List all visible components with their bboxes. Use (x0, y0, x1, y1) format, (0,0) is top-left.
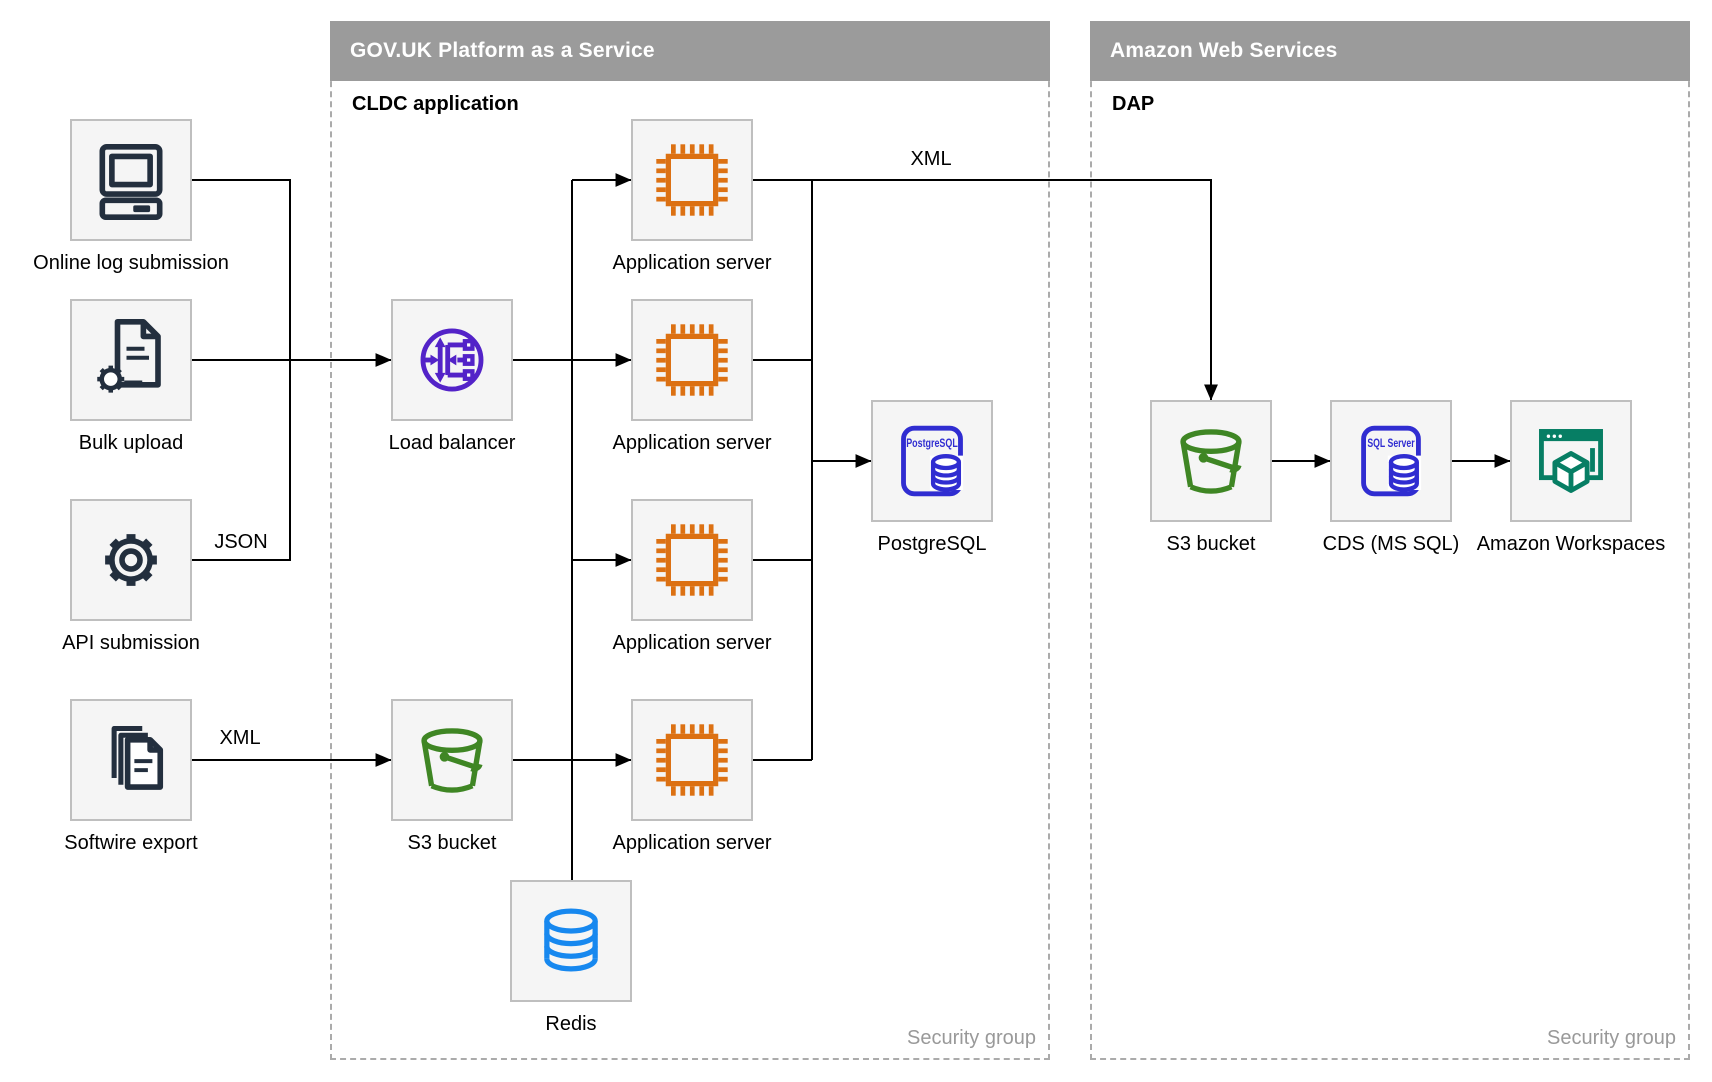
chip-icon (656, 724, 728, 796)
chip-icon (656, 324, 728, 396)
aws-security-group-label: Security group (1547, 1027, 1676, 1049)
computer-icon (99, 144, 163, 220)
edge-xml-to-aws-s3 (753, 179, 1218, 401)
load-balancer-icon (420, 328, 484, 392)
sql-server-icon-text: SQL Server (1367, 436, 1415, 450)
node-label-softwire-export: Softwire export (64, 832, 198, 854)
database-icon (544, 908, 598, 972)
cldc-application-label: CLDC application (352, 93, 519, 115)
node-softwire-export (70, 699, 192, 821)
node-amazon-workspaces (1510, 400, 1632, 522)
paas-security-group-label: Security group (907, 1027, 1036, 1049)
node-api-submission (70, 499, 192, 621)
node-application-server-1 (631, 119, 753, 241)
node-bulk-upload (70, 299, 192, 421)
document-gear-icon (97, 318, 161, 393)
container-govuk-paas-title: GOV.UK Platform as a Service (350, 39, 655, 62)
chip-icon (656, 524, 728, 596)
node-application-server-2 (631, 299, 753, 421)
node-label-redis: Redis (545, 1013, 597, 1035)
node-online-log-submission (70, 119, 192, 241)
node-label-application-server-2: Application server (612, 432, 772, 454)
postgresql-icon-text: PostgreSQL (906, 436, 958, 450)
xml-aws-edge-label: XML (910, 148, 952, 170)
node-label-application-server-3: Application server (612, 632, 772, 654)
node-label-application-server-1: Application server (612, 252, 772, 274)
node-label-cds-ms-sql: CDS (MS SQL) (1322, 533, 1460, 555)
node-label-s3-bucket-paas: S3 bucket (407, 832, 497, 854)
node-label-amazon-workspaces: Amazon Workspaces (1476, 533, 1666, 555)
container-aws: Amazon Web Services DAP Security group (1090, 21, 1690, 1060)
xml-softwire-edge-label: XML (219, 727, 261, 749)
documents-stack-icon (111, 725, 164, 790)
bucket-icon (1180, 429, 1242, 494)
node-label-postgresql: PostgreSQL (877, 533, 987, 555)
sql-server-icon: SQL Server (1361, 425, 1422, 497)
container-govuk-paas: GOV.UK Platform as a Service CLDC applic… (330, 21, 1050, 1060)
node-cds-ms-sql: SQL Server (1330, 400, 1452, 522)
node-s3-bucket-paas (391, 699, 513, 821)
node-application-server-3 (631, 499, 753, 621)
container-aws-header: Amazon Web Services (1090, 21, 1690, 81)
workspaces-icon (1539, 429, 1603, 493)
node-load-balancer (391, 299, 513, 421)
node-label-online-log-submission: Online log submission (33, 252, 229, 274)
postgresql-icon: PostgreSQL (901, 425, 964, 497)
json-edge-label: JSON (214, 531, 268, 553)
container-govuk-paas-header: GOV.UK Platform as a Service (330, 21, 1050, 81)
chip-icon (656, 144, 728, 216)
gear-icon (105, 534, 157, 586)
node-redis (510, 880, 632, 1002)
node-label-bulk-upload: Bulk upload (78, 432, 184, 454)
node-s3-bucket-aws (1150, 400, 1272, 522)
node-label-application-server-4: Application server (612, 832, 772, 854)
edge-sources-junction (192, 179, 291, 561)
node-label-s3-bucket-aws: S3 bucket (1166, 533, 1256, 555)
node-label-load-balancer: Load balancer (388, 432, 516, 454)
node-label-api-submission: API submission (62, 632, 200, 654)
node-postgresql: PostgreSQL (871, 400, 993, 522)
dap-label: DAP (1112, 93, 1155, 115)
node-application-server-4 (631, 699, 753, 821)
bucket-icon (421, 728, 483, 793)
container-aws-title: Amazon Web Services (1110, 39, 1338, 62)
